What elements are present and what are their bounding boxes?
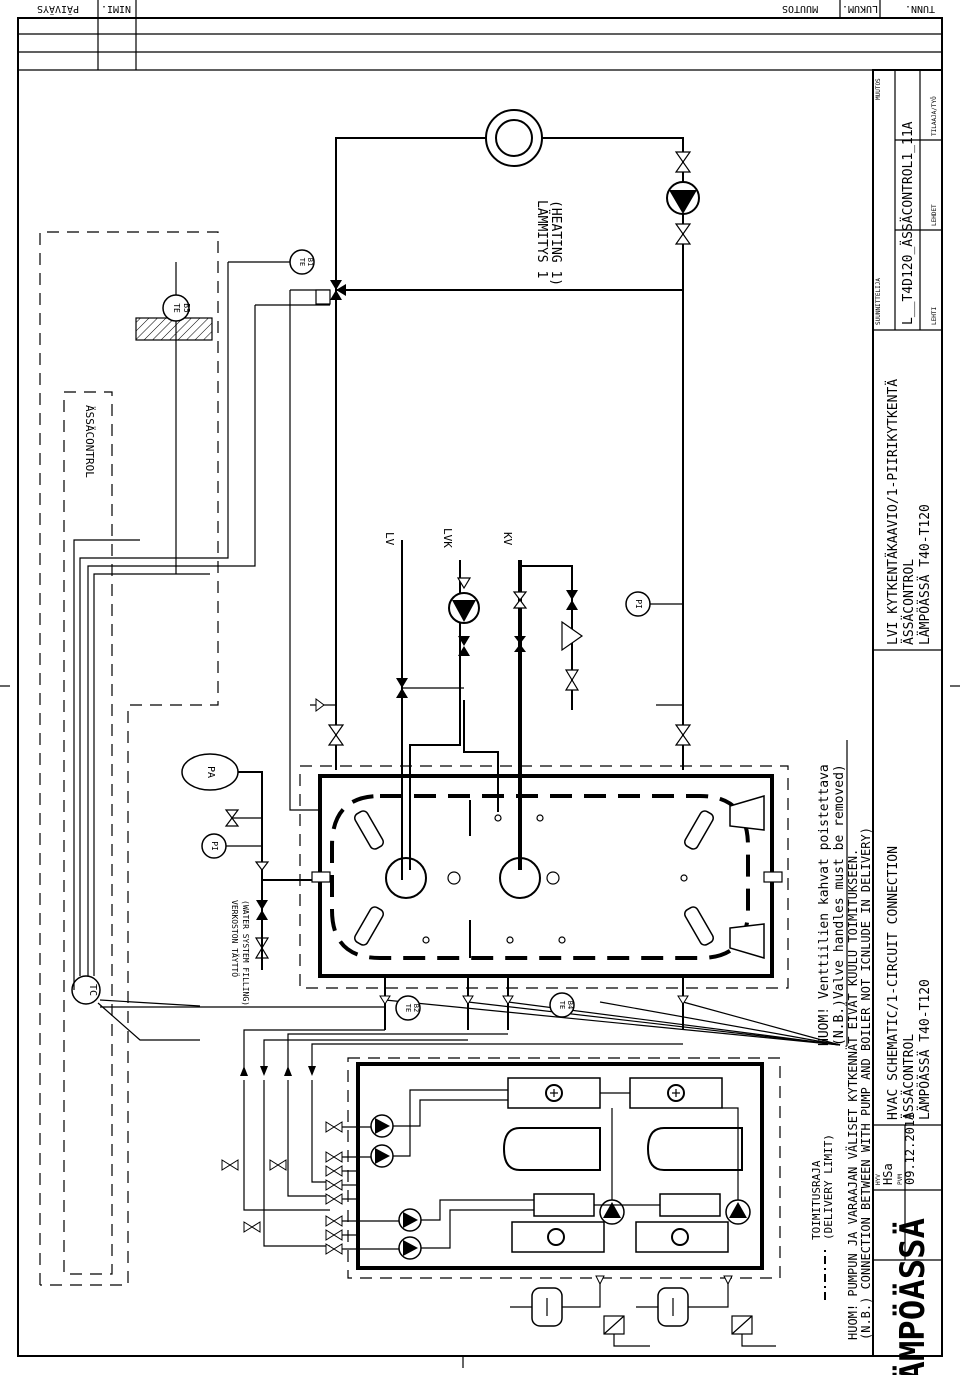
title-en-3: LÄMPÖÄSSÄ T40-T120	[916, 979, 933, 1120]
te-b4-label-b: B4	[566, 1001, 574, 1009]
label-hyv: HYV	[875, 1174, 882, 1185]
note-pump-fi: HUOM! PUMPUN JA VARAAJAN VÄLISET KYTKENN…	[845, 849, 860, 1340]
label-lehdet: LEHDET	[931, 204, 938, 226]
header-col-paivays: PÄIVÄYS	[37, 3, 79, 16]
header-col-tunn: TUNN.	[905, 3, 935, 14]
label-lehti: LEHTI	[931, 307, 938, 325]
unit-piping	[221, 1029, 683, 1255]
te-b1-label-b: B1	[306, 258, 314, 266]
filling-label-fi: VERKOSTON TÄYTTÖ	[230, 900, 240, 977]
revision-header: TUNN. LUKUM. MUUTOS NIMI. PÄIVÄYS	[37, 3, 935, 16]
header-col-lukum: LUKUM.	[842, 3, 878, 14]
note-handles-fi: HUOM! Venttiilien kahvat poistettava	[817, 764, 832, 1046]
tank-lower-connections: TE B2 TE B4	[379, 976, 689, 1030]
outdoor-sensor: TE B5	[135, 294, 213, 341]
logo-wordmark: LÄMPÖÄSSÄ	[892, 1218, 933, 1375]
signal-cables	[73, 261, 385, 1041]
pi-label-tank: PI	[210, 841, 219, 851]
filling-label-en: (WATER SYSTEM FILLING)	[241, 900, 250, 1006]
te-b5-label-b: B5	[182, 303, 191, 313]
notes: HUOM! PUMPUN JA VARAAJAN VÄLISET KYTKENN…	[810, 740, 873, 1340]
kv-label: KV	[501, 532, 514, 546]
heating-circuit: LÄMMITYS 1 (HEATING 1) PI	[310, 109, 700, 770]
te-b5-label-a: TE	[172, 303, 181, 313]
bottom-vessels	[510, 1275, 776, 1347]
title-fi-3: LÄMPÖÄSSÄ T40-T120	[916, 504, 933, 645]
title-en-1: HVAC SCHEMATIC/1-CIRCUIT CONNECTION	[886, 846, 901, 1120]
heating-label-fi: LÄMMITYS 1	[534, 200, 550, 278]
drawn-by: HSa	[881, 1163, 895, 1185]
title-en-2: ÄSSÄCONTROL	[901, 1034, 917, 1120]
domestic-water: LV LVK KV	[383, 528, 584, 880]
header-col-muutos: MUUTOS	[782, 3, 818, 14]
label-muutos: MUUTOS	[875, 78, 882, 100]
pa-label: PA	[205, 766, 216, 778]
drawing-date: 09.12.2011	[903, 1113, 917, 1185]
drawing-number: L__T4D120_ÄSSÄCONTROL1_11A	[900, 121, 916, 325]
delivery-limit-fi: TOIMITUSRAJA	[810, 1160, 823, 1240]
title-fi-2: ÄSSÄCONTROL	[901, 559, 917, 645]
note-handles-en: (N.B.)Valve handles must be removed)	[832, 764, 847, 1046]
note-leaders	[384, 999, 841, 1046]
control-dashed-outline: ÄSSÄCONTROL	[39, 231, 219, 1286]
unit-valves	[325, 1121, 399, 1255]
delivery-limit-en: (DELIVERY LIMIT)	[822, 1134, 835, 1240]
label-pvm: PVM	[897, 1174, 904, 1185]
control-label: ÄSSÄCONTROL	[83, 405, 96, 478]
te-b2-label-a: TE	[404, 1004, 412, 1012]
heating-label-en: (HEATING 1)	[548, 200, 563, 286]
lvk-label: LVK	[441, 528, 454, 548]
supply-sensor: TE B1	[289, 249, 315, 275]
tc-label: TC	[87, 984, 98, 996]
expansion-and-filling: PA PI VERKOSTON TÄYTTÖ (WATER SYSTEM FIL…	[181, 753, 312, 1006]
pi-label-heating: PI	[634, 599, 643, 609]
title-fi-1: LVI KYTKENTÄKAAVIO/1-PIIRIKYTKENTÄ	[885, 379, 901, 645]
boiler-unit	[347, 1057, 781, 1279]
header-col-nimi: NIMI.	[101, 3, 131, 14]
storage-tank	[299, 765, 789, 989]
te-b4-label-a: TE	[558, 1001, 566, 1009]
lv-label: LV	[383, 532, 396, 546]
title-block: LÄMPÖÄSSÄ HVAC SCHEMATIC/1-CIRCUIT CONNE…	[872, 69, 943, 1375]
label-tilaaja: TILAAJA/TYÖ	[931, 96, 938, 136]
tc-controller: TC	[71, 975, 101, 1005]
te-b1-label-a: TE	[298, 258, 306, 266]
note-pump-en: (N.B.) CONNECTION BETWEEN WITH PUMP AND …	[859, 827, 873, 1340]
label-suunnittelija: SUUNNITTELIJA	[875, 278, 882, 325]
te-b2-label-b: B2	[412, 1004, 420, 1012]
